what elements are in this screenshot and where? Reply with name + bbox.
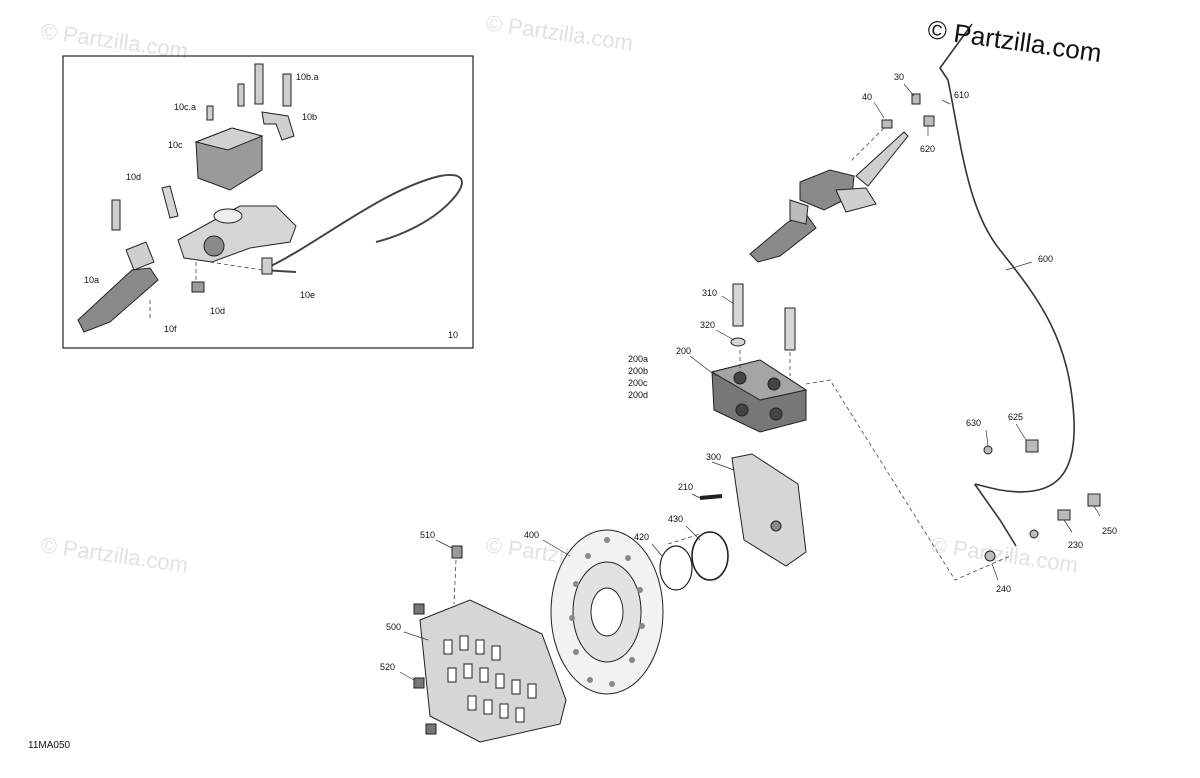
brake-disc	[550, 529, 664, 695]
callout-610: 610	[954, 90, 969, 100]
callout-250: 250	[1102, 526, 1117, 536]
assembly-leaders	[453, 127, 1011, 605]
callout-620: 620	[920, 144, 935, 154]
callout-10d: 10d	[126, 172, 141, 182]
caliper-bolts	[730, 283, 796, 351]
callout-210: 210	[678, 482, 693, 492]
caliper-bracket	[699, 453, 807, 567]
callout-200a: 200a	[628, 354, 648, 364]
callout-10c: 10c	[168, 140, 183, 150]
callout-10b-a: 10b.a	[296, 72, 319, 82]
ring-420	[659, 545, 693, 591]
callout-10a: 10a	[84, 275, 99, 285]
callout-200c: 200c	[628, 378, 648, 388]
diagram-code: 11MA050	[28, 740, 71, 751]
callout-10d-lower: 10d	[210, 306, 225, 316]
ring-430	[691, 531, 729, 581]
callout-420: 420	[634, 532, 649, 542]
disc-guard	[413, 545, 567, 743]
callout-40: 40	[862, 92, 872, 102]
brake-hose	[939, 23, 1075, 547]
inset-frame	[62, 55, 474, 349]
watermark-text: © Partzilla.com	[39, 532, 189, 577]
callout-630: 630	[966, 418, 981, 428]
main-callouts: 30 40 610 620 600 310 320 200 200a 200b …	[380, 72, 1117, 672]
callout-310: 310	[702, 288, 717, 298]
hardware-parts	[881, 93, 1101, 562]
callout-320: 320	[700, 320, 715, 330]
callout-200: 200	[676, 346, 691, 356]
inset-labels: 10a 10b 10b.a 10c 10c.a 10d 10d 10e 10f …	[84, 72, 458, 340]
callout-300: 300	[706, 452, 721, 462]
callout-200b: 200b	[628, 366, 648, 376]
callout-10e: 10e	[300, 290, 315, 300]
watermark-text: © Partzilla.com	[39, 18, 189, 63]
callout-500: 500	[386, 622, 401, 632]
callout-520: 520	[380, 662, 395, 672]
callout-10f: 10f	[164, 324, 177, 334]
watermark-text: © Partzilla.com	[484, 10, 634, 55]
callout-200d: 200d	[628, 390, 648, 400]
callout-240: 240	[996, 584, 1011, 594]
callout-430: 430	[668, 514, 683, 524]
callout-400: 400	[524, 530, 539, 540]
callout-625: 625	[1008, 412, 1023, 422]
callout-30: 30	[894, 72, 904, 82]
master-cylinder-lever	[749, 131, 909, 263]
callout-230: 230	[1068, 540, 1083, 550]
callout-10c-a: 10c.a	[174, 102, 196, 112]
watermark-text: © Partzilla.com	[929, 532, 1079, 577]
brake-caliper	[710, 359, 808, 433]
inset-master-cylinder-assembly	[77, 63, 463, 333]
watermarks: © Partzilla.com © Partzilla.com © Partzi…	[39, 10, 1079, 577]
copyright-symbol: ©	[925, 14, 949, 47]
inset-leaders	[149, 260, 263, 318]
inset-group-label: 10	[448, 330, 458, 340]
callout-leaders	[399, 83, 1101, 681]
callout-10b: 10b	[302, 112, 317, 122]
callout-600: 600	[1038, 254, 1053, 264]
callout-510: 510	[420, 530, 435, 540]
